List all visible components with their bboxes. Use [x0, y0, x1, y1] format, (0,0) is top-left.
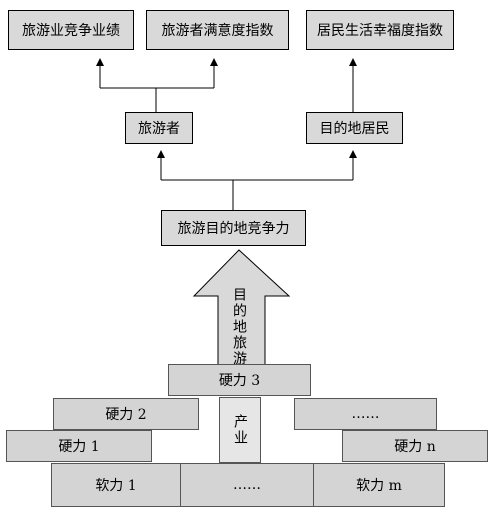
- brick-hard1-label: 硬力 1: [58, 439, 100, 455]
- brick-dots-bottom: ……: [180, 463, 314, 507]
- core-box: 旅游目的地竞争力: [161, 210, 306, 246]
- happiness-label: 居民生活幸福度指数: [317, 23, 443, 39]
- performance-box: 旅游业竞争业绩: [8, 10, 134, 50]
- brick-hard3: 硬力 3: [168, 364, 311, 396]
- brick-hardn-label: 硬力 n: [394, 439, 436, 455]
- brick-hard1: 硬力 1: [6, 430, 152, 462]
- tourist-box: 旅游者: [125, 112, 193, 144]
- satisfaction-box: 旅游者满意度指数: [146, 10, 289, 50]
- brick-hard3-label: 硬力 3: [218, 373, 261, 389]
- arrow-label: 目的地旅游: [231, 287, 247, 367]
- performance-label: 旅游业竞争业绩: [22, 23, 120, 39]
- happiness-box: 居民生活幸福度指数: [306, 10, 454, 50]
- brick-dots-right-label: ……: [351, 406, 380, 422]
- tourist-label: 旅游者: [138, 121, 180, 137]
- brick-dots-right: ……: [294, 398, 437, 430]
- brick-softm-label: 软力 m: [356, 478, 402, 494]
- brick-soft1: 软力 1: [51, 463, 181, 507]
- brick-hard2-label: 硬力 2: [105, 407, 147, 423]
- brick-soft1-label: 软力 1: [95, 478, 137, 494]
- industry-label: 产业: [232, 414, 248, 446]
- resident-box: 目的地居民: [306, 112, 403, 144]
- resident-label: 目的地居民: [319, 121, 390, 137]
- core-label: 旅游目的地竞争力: [177, 221, 290, 237]
- brick-dots-bottom-label: ……: [233, 477, 261, 493]
- satisfaction-label: 旅游者满意度指数: [161, 23, 274, 39]
- industry-column: 产业: [219, 397, 261, 463]
- brick-hardn: 硬力 n: [342, 430, 488, 462]
- brick-hard2: 硬力 2: [53, 398, 199, 430]
- brick-softm: 软力 m: [313, 463, 445, 507]
